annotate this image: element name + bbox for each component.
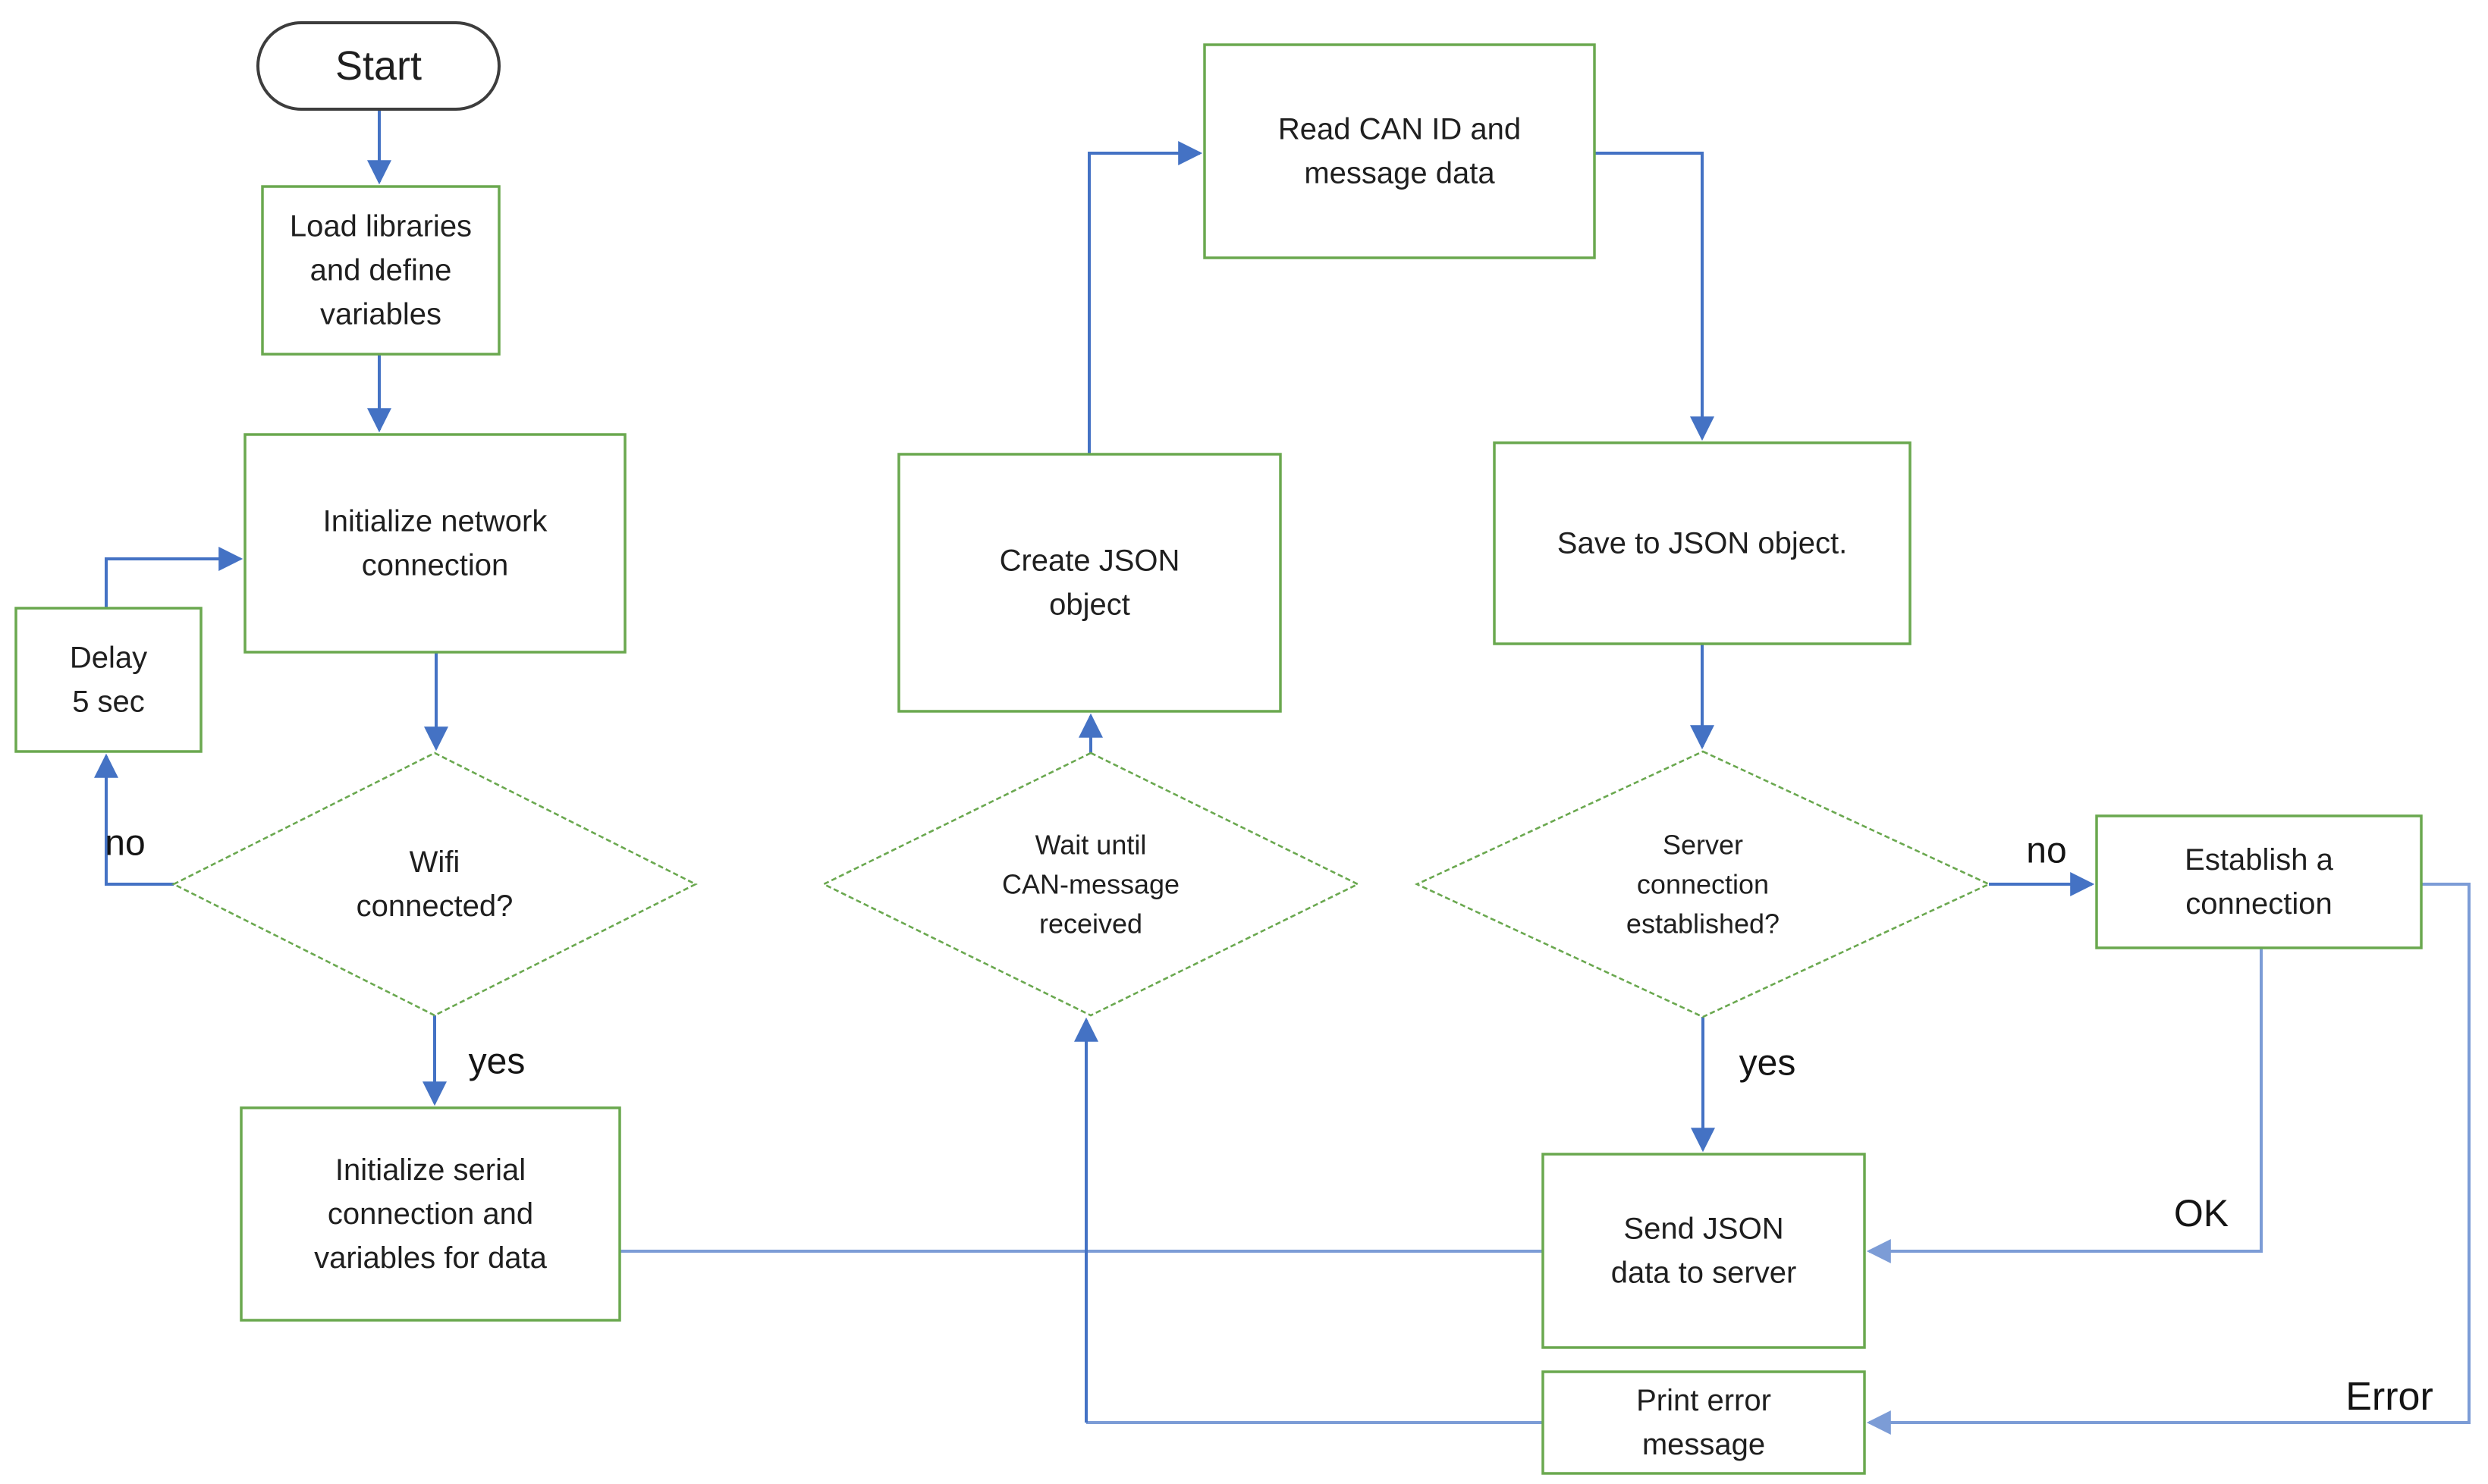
edge-label-yes-server: yes bbox=[1739, 1043, 1796, 1084]
process-box-send-json bbox=[1541, 1153, 1866, 1349]
process-box-init-serial bbox=[240, 1106, 621, 1322]
decision-diamond-wait-can bbox=[821, 751, 1360, 1017]
decision-diamond-server-conn bbox=[1414, 750, 1992, 1018]
edge-delay-to-network bbox=[105, 547, 243, 608]
process-box-delay bbox=[14, 607, 203, 753]
decision-diamond-wifi bbox=[171, 751, 698, 1017]
process-box-create-json bbox=[897, 453, 1282, 713]
edge-label-ok: OK bbox=[2174, 1192, 2229, 1235]
process-box-init-network bbox=[243, 433, 627, 654]
node-start: Start bbox=[256, 21, 501, 111]
process-box-establish bbox=[2095, 814, 2423, 949]
edge-label-no-server: no bbox=[2026, 831, 2066, 871]
edge-label-yes-wifi: yes bbox=[469, 1042, 526, 1082]
node-label-save-json: Save to JSON object. bbox=[1557, 527, 1847, 560]
node-label-start: Start bbox=[335, 43, 422, 89]
process-box-print-error bbox=[1541, 1370, 1866, 1475]
edge-establish-ok-to-sendjson bbox=[1866, 948, 2263, 1263]
node-save-json: Save to JSON object. bbox=[1493, 441, 1912, 645]
edge-readcan-to-savejson bbox=[1594, 152, 1714, 441]
edge-label-error: Error bbox=[2345, 1375, 2433, 1419]
edge-createjson-to-readcan bbox=[1088, 141, 1203, 454]
terminator-start bbox=[256, 21, 501, 111]
edge-wifi-no-to-delay bbox=[94, 753, 174, 886]
process-box-save-json bbox=[1493, 441, 1912, 645]
process-box-load-libs bbox=[261, 185, 501, 356]
process-box-read-can bbox=[1203, 43, 1596, 259]
edge-establish-error-to-printerror bbox=[1866, 883, 2471, 1435]
edge-label-no-wifi: no bbox=[105, 824, 145, 864]
